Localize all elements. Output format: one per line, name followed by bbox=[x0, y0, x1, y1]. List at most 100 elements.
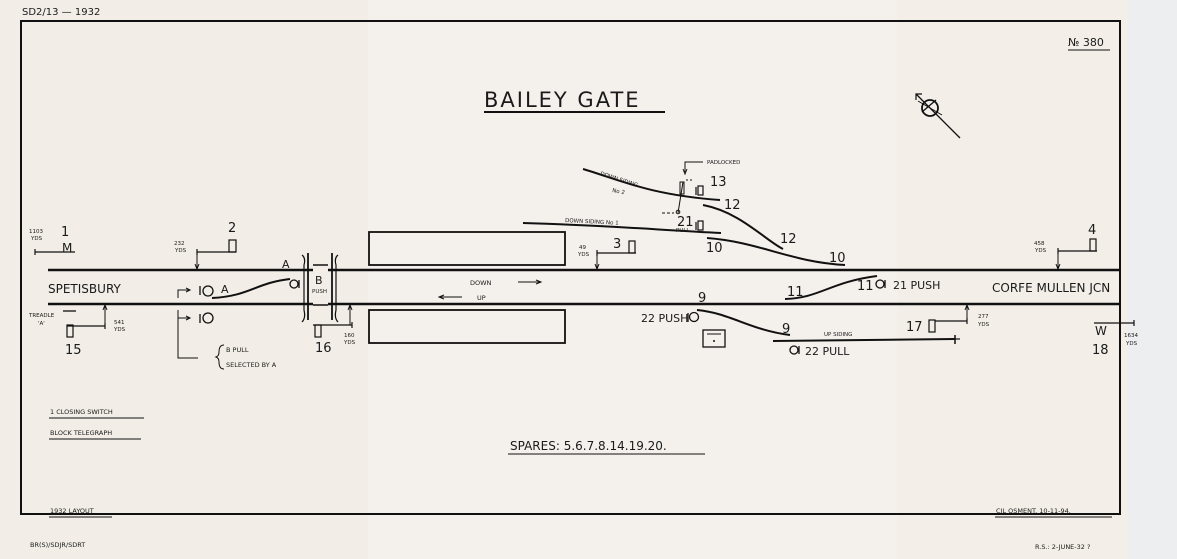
signal-15-number: 15 bbox=[65, 343, 82, 358]
distance-458: 458 bbox=[1034, 241, 1045, 247]
point-10-label-a: 10 bbox=[706, 241, 723, 256]
up-siding bbox=[772, 338, 956, 342]
signal-21-pull-label: PULL bbox=[676, 228, 690, 234]
distance-458-unit: YDS bbox=[1034, 248, 1047, 254]
point-10-label-b: 10 bbox=[829, 251, 846, 266]
station-spetisbury: SPETISBURY bbox=[48, 282, 122, 296]
point-a-label: A bbox=[221, 283, 229, 296]
crossover-12 bbox=[702, 204, 784, 250]
selection-bracket-line bbox=[177, 310, 198, 359]
direction-down-label: DOWN bbox=[470, 279, 492, 287]
ground-signal-a-right-icon bbox=[289, 279, 300, 289]
point-9-label-b: 9 bbox=[782, 322, 790, 337]
down-siding-no2 bbox=[582, 168, 721, 201]
level-crossing bbox=[301, 253, 339, 323]
station-corfe-mullen: CORFE MULLEN JCN bbox=[992, 281, 1110, 295]
note-block-telegraph: BLOCK TELEGRAPH bbox=[50, 429, 112, 437]
spares-list: SPARES: 5.6.7.8.14.19.20. bbox=[510, 439, 667, 453]
crossover-10 bbox=[706, 237, 846, 266]
padlocked-arrow bbox=[684, 161, 703, 172]
signal-box-icon bbox=[702, 329, 726, 348]
distance-232-unit: YDS bbox=[174, 248, 187, 254]
footer-left-ref: BR(S)/SDJR/SDRT bbox=[30, 541, 85, 549]
signal-21-ground-icon bbox=[695, 220, 704, 231]
distance-541: 541 bbox=[114, 320, 125, 326]
signal-2-number: 2 bbox=[228, 221, 236, 236]
distance-232: 232 bbox=[174, 241, 185, 247]
drawing-border bbox=[20, 20, 1121, 515]
layout-year-note: 1932 LAYOUT bbox=[50, 507, 94, 515]
ground-signal-22-pull-icon bbox=[789, 345, 800, 355]
ground-signal-b-icon bbox=[199, 312, 214, 324]
note-closing-switch: 1 CLOSING SWITCH bbox=[50, 408, 113, 416]
distance-160-unit: YDS bbox=[343, 340, 356, 346]
point-9-label-a: 9 bbox=[698, 291, 706, 306]
reference-text: SD2/13 — 1932 bbox=[22, 7, 100, 18]
fold-panel-left bbox=[0, 0, 368, 559]
crossover-11 bbox=[784, 275, 878, 300]
gate-b-label: B bbox=[315, 274, 323, 287]
signal-13-number: 13 bbox=[710, 175, 727, 190]
ground-signal-22-pull: 22 PULL bbox=[805, 345, 850, 358]
ground-signal-a-left-icon bbox=[199, 285, 214, 297]
down-platform bbox=[368, 231, 566, 266]
page-margin bbox=[1128, 0, 1177, 559]
signal-18-number: 18 bbox=[1092, 343, 1109, 358]
gate-push-label: PUSH bbox=[312, 289, 327, 295]
b-pull-note: B PULL bbox=[226, 346, 249, 354]
signal-13-ground-icon bbox=[695, 185, 704, 196]
down-siding-no2-number: No 2 bbox=[612, 188, 626, 196]
down-siding-no1 bbox=[522, 222, 722, 234]
signal-3-head-icon bbox=[628, 240, 636, 254]
distance-541-unit: YDS bbox=[113, 327, 126, 333]
up-siding-label: UP SIDING bbox=[824, 332, 852, 338]
padlock-lever-icon bbox=[662, 179, 692, 215]
signal-18-head-icon: W bbox=[1095, 324, 1107, 338]
signal-1-number: 1 bbox=[61, 225, 69, 240]
padlocked-note: PADLOCKED bbox=[707, 160, 740, 166]
ground-signal-22-push-icon bbox=[687, 311, 700, 323]
distance-1103-unit: YDS bbox=[30, 236, 43, 242]
signal-17-number: 17 bbox=[906, 320, 923, 335]
drawn-by-credit: CJL OSMENT. 10-11-94. bbox=[996, 507, 1071, 515]
signal-16-number: 16 bbox=[315, 341, 332, 356]
distance-1634-unit: YDS bbox=[1125, 341, 1138, 347]
north-arrow-icon bbox=[915, 93, 961, 139]
distance-277: 277 bbox=[978, 314, 989, 320]
distance-277-unit: YDS bbox=[977, 322, 990, 328]
point-12-label-b: 12 bbox=[780, 232, 797, 247]
diagram-number: № 380 bbox=[1068, 36, 1104, 49]
down-siding-no2-label: DOWN SIDING bbox=[599, 171, 638, 189]
footer-right-ref: R.S.: 2-JUNE-32 ? bbox=[1035, 543, 1090, 551]
point-a-label-top: A bbox=[282, 258, 290, 271]
ground-signal-21-push: 21 PUSH bbox=[893, 279, 940, 292]
crossover-a bbox=[211, 278, 291, 299]
point-11-label-b: 11 bbox=[857, 279, 874, 294]
fold-panel-middle bbox=[368, 0, 898, 559]
direction-up-label: UP bbox=[477, 294, 486, 302]
selection-arrow-top bbox=[177, 289, 190, 298]
brace-icon bbox=[214, 344, 225, 370]
buffer-stop-icon bbox=[954, 335, 960, 344]
signal-3-number: 3 bbox=[613, 237, 621, 252]
diagram-title: BAILEY GATE bbox=[484, 88, 641, 112]
signal-21-number: 21 bbox=[677, 215, 694, 230]
signal-2-head-icon bbox=[228, 239, 237, 253]
treadle-id: 'A' bbox=[38, 321, 45, 327]
distance-1634: 1634 bbox=[1124, 333, 1138, 339]
distance-1103: 1103 bbox=[29, 229, 43, 235]
point-11-label-a: 11 bbox=[787, 285, 804, 300]
distance-160: 160 bbox=[344, 333, 355, 339]
signal-4-number: 4 bbox=[1088, 223, 1096, 238]
distance-49-unit: YDS bbox=[577, 252, 590, 258]
ground-signal-21-icon bbox=[875, 279, 886, 289]
ground-signal-22-push: 22 PUSH bbox=[641, 312, 688, 325]
point-12-label-a: 12 bbox=[724, 198, 741, 213]
distance-49: 49 bbox=[579, 245, 586, 251]
selected-by-a-note: SELECTED BY A bbox=[226, 361, 277, 369]
fold-panel-right bbox=[898, 0, 1128, 559]
signal-15-head-icon bbox=[66, 324, 74, 338]
signal-1-head-icon: M bbox=[62, 241, 72, 255]
